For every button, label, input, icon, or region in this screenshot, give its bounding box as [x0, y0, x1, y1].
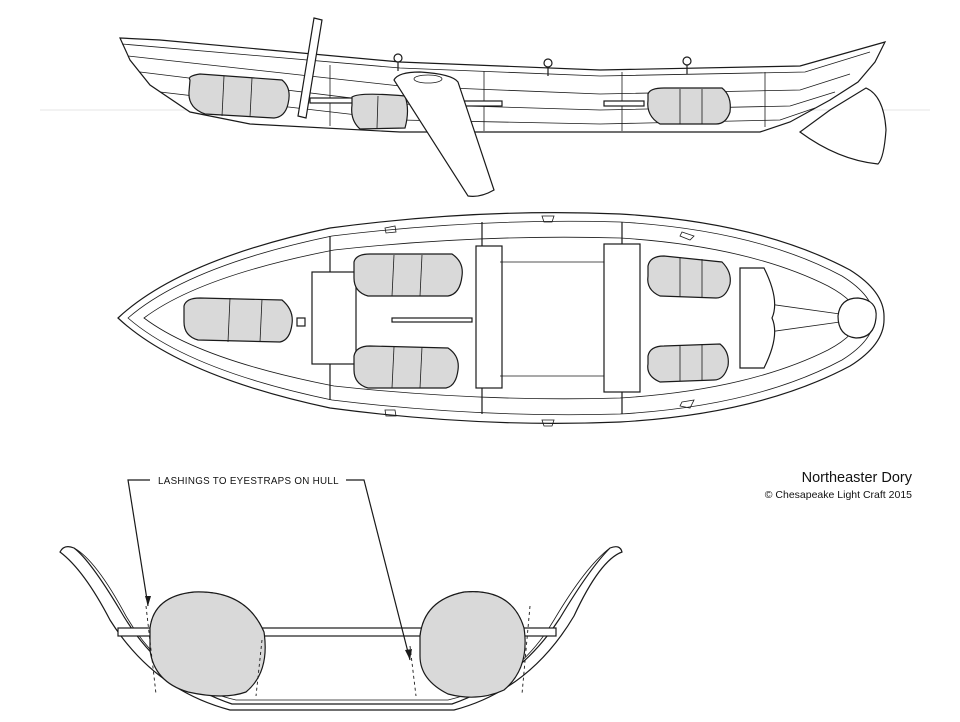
- flotation-bag: [419, 591, 526, 698]
- bow-well: [837, 297, 877, 339]
- eyestrap-icon: [384, 225, 397, 234]
- eyestrap-icon: [541, 215, 555, 223]
- eyestrap-icon: [384, 409, 397, 417]
- side-profile-view: [40, 17, 930, 197]
- oar: [297, 17, 323, 119]
- flotation-bag: [647, 87, 731, 125]
- flotation-bag: [353, 253, 463, 297]
- plan-view: [117, 212, 885, 427]
- eyestrap-icon: [679, 231, 695, 241]
- eyestrap-icon: [679, 399, 695, 409]
- oarlock-icon: [393, 53, 403, 71]
- rudder: [798, 87, 887, 165]
- flotation-bag: [353, 345, 459, 389]
- flotation-bag: [647, 255, 731, 299]
- oarlock-icon: [543, 58, 553, 76]
- flotation-bag: [188, 73, 290, 119]
- flotation-bag: [149, 591, 266, 697]
- flotation-bag: [183, 297, 293, 343]
- flotation-bag: [647, 343, 729, 383]
- oarlock-icon: [682, 56, 692, 74]
- cross-section-view: [59, 479, 623, 711]
- eyestrap-icon: [541, 419, 555, 427]
- oar-blade: [393, 71, 495, 197]
- flotation-bag: [351, 93, 409, 130]
